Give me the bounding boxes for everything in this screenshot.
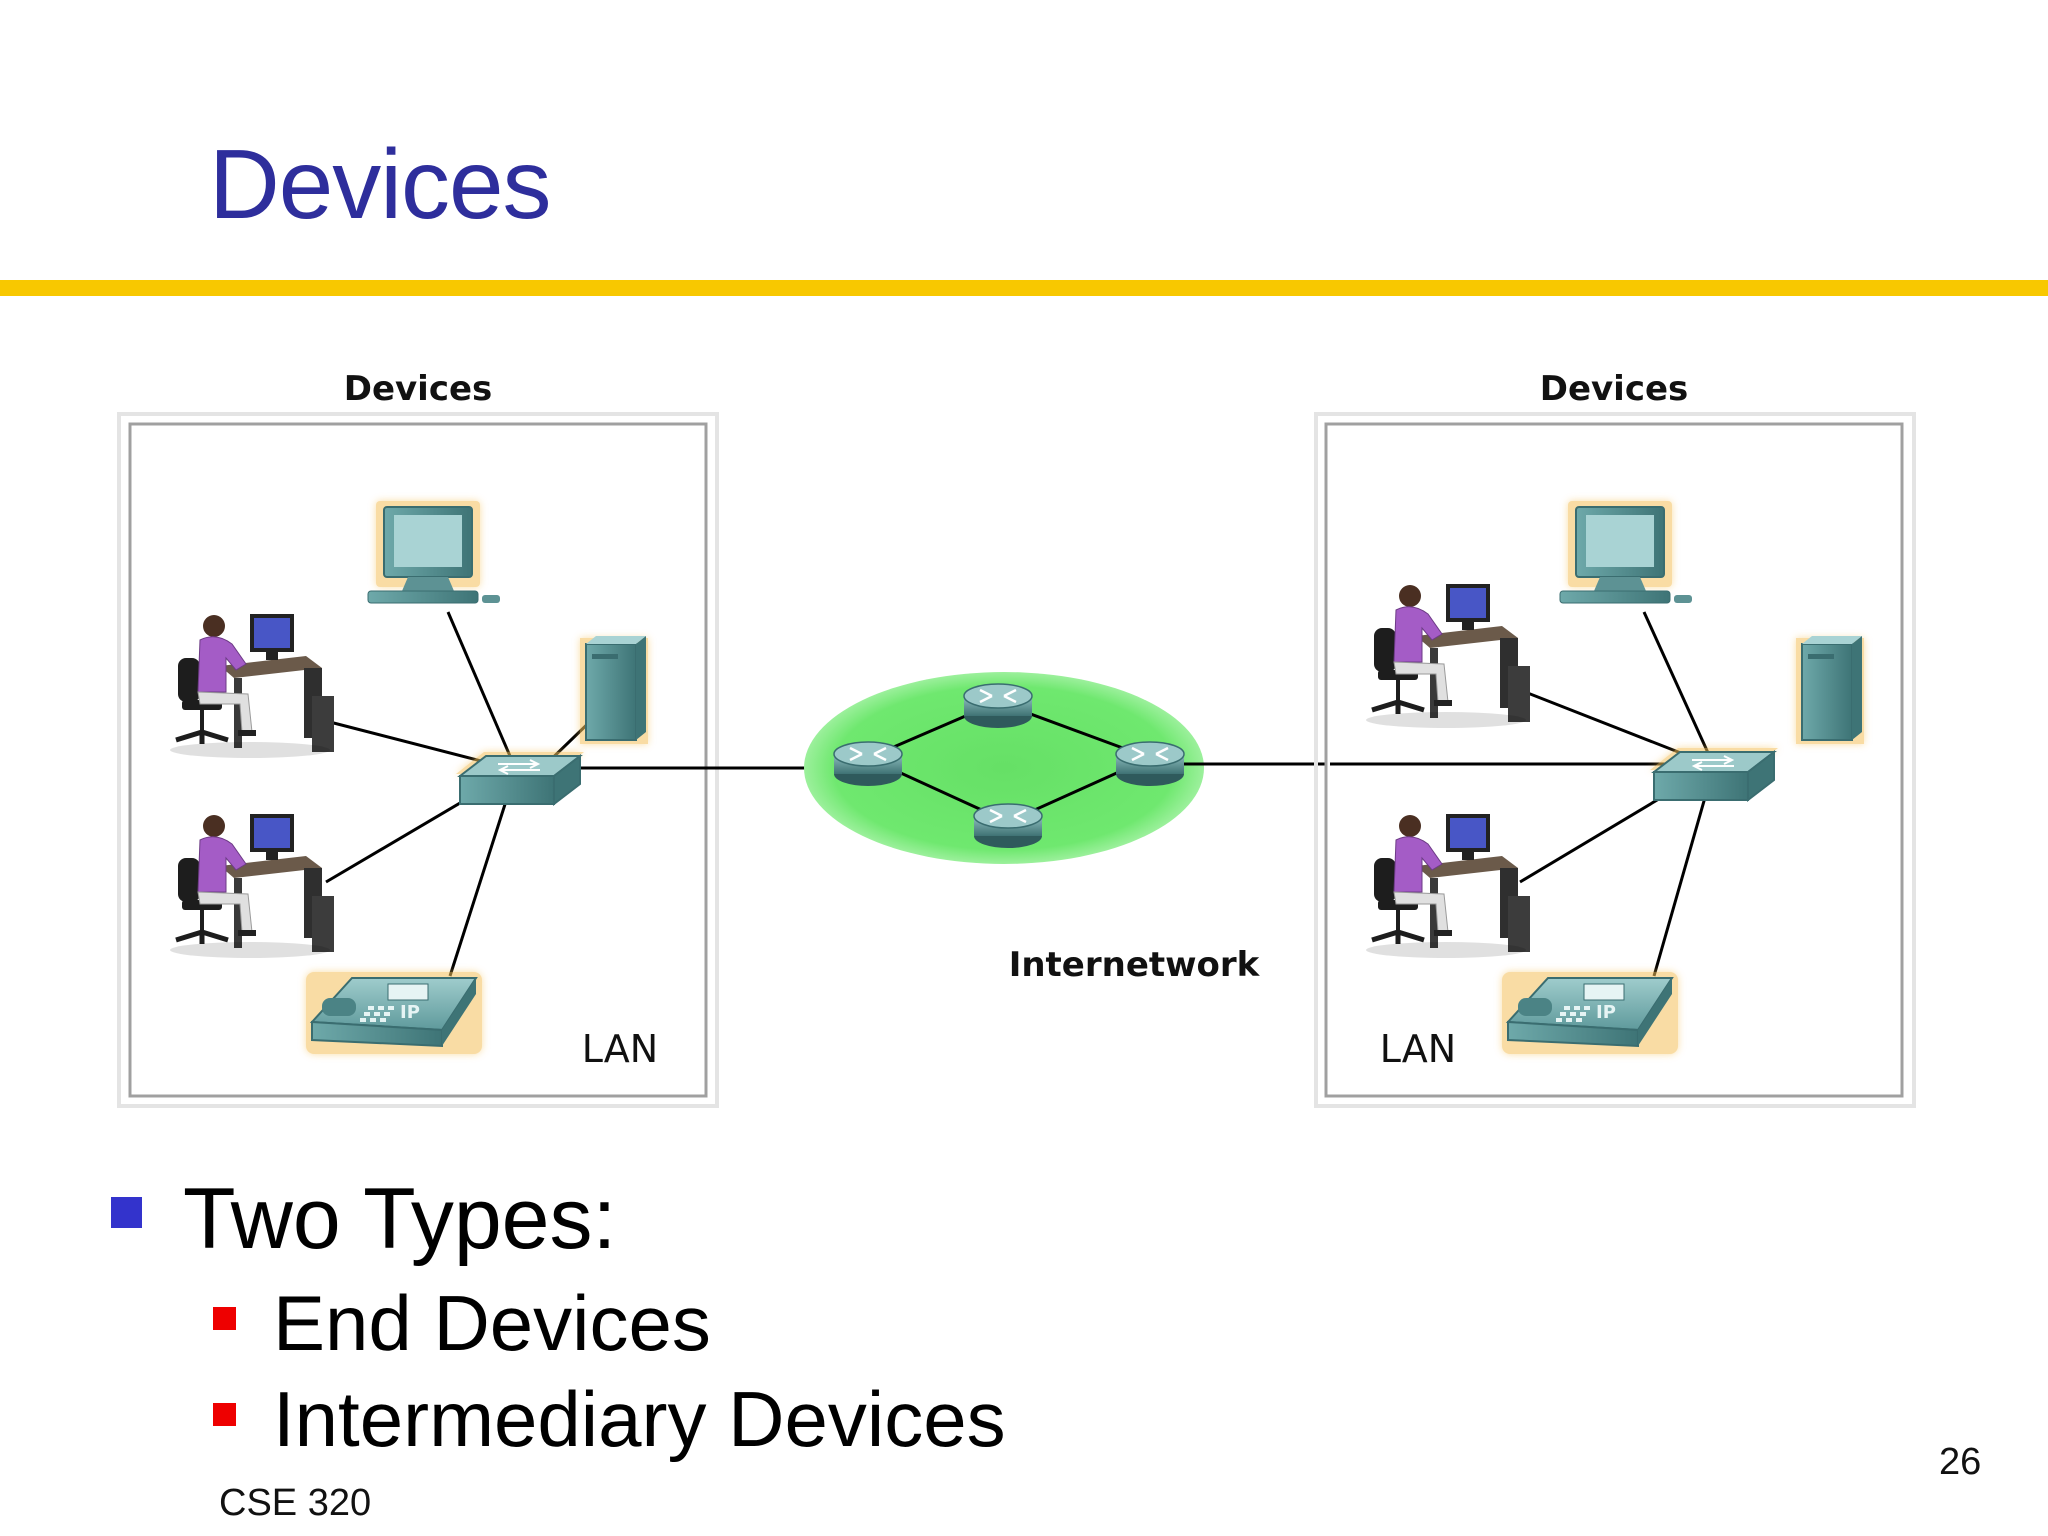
router-icon-top	[962, 682, 1034, 730]
right-switch-icon	[1650, 748, 1778, 800]
slide-number: 26	[1939, 1441, 1982, 1483]
bullet-end-devices: End Devices	[273, 1279, 711, 1367]
left-ip-phone-icon	[306, 972, 482, 1054]
router-icon-bottom	[972, 802, 1044, 850]
bullet-marker-level2	[213, 1403, 236, 1426]
footer-course: CSE 320	[219, 1482, 372, 1524]
left-lan-label: LAN	[582, 1027, 658, 1071]
right-server-icon	[1796, 636, 1864, 744]
router-icon-right	[1114, 740, 1186, 788]
bullet-intermediary-devices: Intermediary Devices	[273, 1375, 1006, 1463]
slide-title: Devices	[209, 129, 552, 239]
router-icon-left	[832, 740, 904, 788]
internetwork-cloud	[804, 672, 1204, 864]
left-devices-label: Devices	[344, 369, 493, 409]
bullet-marker-level1	[111, 1197, 142, 1228]
bullet-two-types: Two Types:	[183, 1171, 617, 1267]
internetwork-label: Internetwork	[1009, 945, 1261, 985]
right-ip-phone-icon	[1502, 972, 1678, 1054]
left-switch-icon	[456, 752, 584, 804]
right-lan-label: LAN	[1380, 1027, 1456, 1071]
bullet-marker-level2	[213, 1307, 236, 1330]
right-devices-label: Devices	[1540, 369, 1689, 409]
title-divider	[0, 280, 2048, 296]
left-server-icon	[580, 636, 648, 744]
network-diagram: IP	[117, 369, 1916, 1108]
